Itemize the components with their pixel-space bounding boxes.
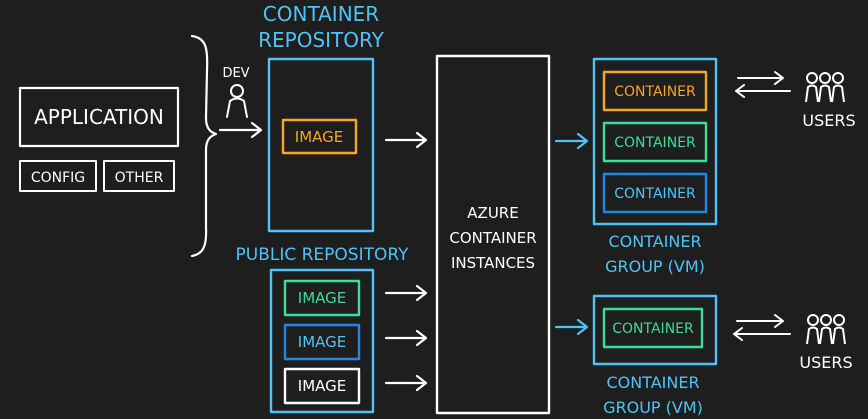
- container-group-2-label-line2: GROUP (VM): [603, 398, 703, 417]
- container-group-2-label-line1: CONTAINER: [606, 373, 699, 392]
- public-image-1-box: [283, 279, 361, 317]
- group1-container-2-label: CONTAINER: [614, 135, 696, 151]
- group1-container-2: CONTAINER: [602, 121, 708, 163]
- developer-person-icon: [226, 84, 248, 118]
- aci-label-line3: INSTANCES: [451, 254, 535, 272]
- users-2-label: USERS: [799, 353, 852, 372]
- other-box: [103, 160, 175, 192]
- group1-container-1: CONTAINER: [602, 70, 708, 112]
- users-1-icon: [805, 72, 845, 103]
- group1-container-3-label: CONTAINER: [614, 186, 696, 202]
- arrow-public-image-2-to-aci: [384, 329, 428, 347]
- users-1-label: USERS: [802, 111, 855, 130]
- aci-label-line2: CONTAINER: [449, 229, 536, 247]
- public-image-2-box: [283, 323, 361, 361]
- users-2-icon: [806, 314, 846, 345]
- group1-container-2-box: [602, 121, 708, 163]
- application-box: [18, 86, 180, 148]
- arrow-dev-to-repository: [218, 121, 263, 139]
- aci-box: [435, 54, 551, 415]
- public-image-3-label: IMAGE: [298, 377, 346, 395]
- dev-label: DEV: [222, 66, 249, 81]
- container-group-2-box: [592, 294, 718, 366]
- grouping-brace: [190, 34, 218, 258]
- other-label: OTHER: [115, 170, 164, 186]
- other-block: OTHER: [103, 160, 175, 192]
- repository-image-box: [281, 118, 358, 155]
- container-repository-title-line2: REPOSITORY: [258, 28, 385, 52]
- repository-image: IMAGE: [281, 118, 358, 155]
- arrow-repository-to-aci: [384, 131, 428, 149]
- container-group-1-label-line1: CONTAINER: [608, 232, 701, 251]
- arrows-to-aci: [384, 131, 428, 392]
- container-repository-box: [267, 57, 375, 233]
- group1-container-3: CONTAINER: [602, 172, 708, 214]
- config-box: [19, 160, 97, 192]
- public-image-2-label: IMAGE: [298, 333, 346, 351]
- public-image-3-box: [283, 367, 361, 405]
- group1-container-3-box: [602, 172, 708, 214]
- public-repository-box: [269, 268, 375, 414]
- group1-container-1-label: CONTAINER: [614, 84, 696, 100]
- application-label: APPLICATION: [34, 105, 164, 129]
- group2-container-box: [602, 307, 704, 349]
- group1-users-exchange-arrows: [735, 71, 791, 98]
- public-image-1: IMAGE: [283, 279, 361, 317]
- arrow-public-image-3-to-aci: [384, 374, 428, 392]
- public-image-2: IMAGE: [283, 323, 361, 361]
- group2-users-exchange-arrows: [733, 314, 791, 341]
- container-repository-title-line1: CONTAINER: [263, 2, 380, 26]
- container-group-1-box: [592, 57, 718, 226]
- arrow-aci-to-group1: [554, 132, 589, 150]
- aci-label-line1: AZURE: [467, 204, 518, 222]
- repository-image-label: IMAGE: [295, 128, 343, 146]
- public-repository-title: PUBLIC REPOSITORY: [236, 245, 410, 265]
- container-group-1-label-line2: GROUP (VM): [605, 257, 705, 276]
- config-block: CONFIG: [19, 160, 97, 192]
- group2-container-label: CONTAINER: [612, 321, 694, 337]
- config-label: CONFIG: [31, 170, 85, 186]
- public-image-3: IMAGE: [283, 367, 361, 405]
- arrow-aci-to-group2: [554, 318, 589, 336]
- application-block: APPLICATION: [18, 86, 180, 148]
- group1-container-1-box: [602, 70, 708, 112]
- arrow-public-image-1-to-aci: [384, 284, 428, 302]
- public-image-1-label: IMAGE: [298, 289, 346, 307]
- group2-container: CONTAINER: [602, 307, 704, 349]
